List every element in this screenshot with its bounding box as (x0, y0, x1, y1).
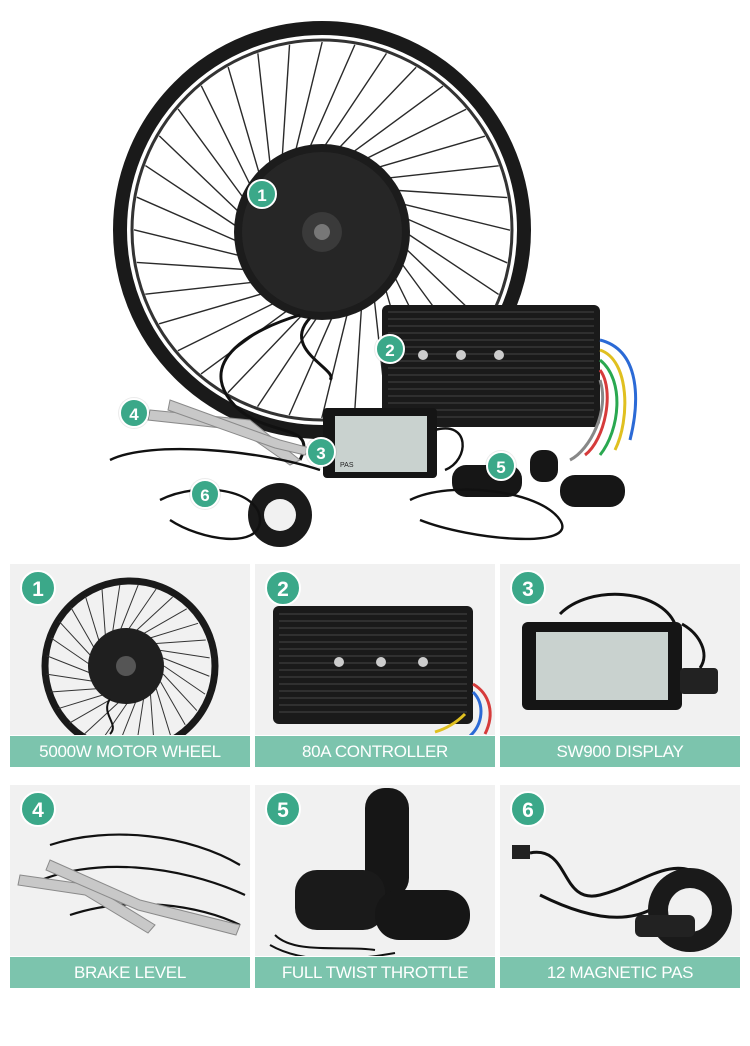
card-number-badge: 1 (20, 570, 56, 606)
product-card-brake: 4 BRAKE LEVEL (10, 785, 250, 988)
twist-throttle-icon (269, 788, 470, 961)
spoke (200, 85, 254, 191)
spoke (307, 44, 356, 152)
spoke (335, 66, 417, 152)
card-number-badge: 4 (20, 791, 56, 827)
spoke (155, 688, 172, 737)
spoke (133, 229, 247, 259)
product-card-pas: 6 12 MAGNETIC PAS (500, 785, 740, 988)
spoke (150, 622, 199, 639)
spoke (177, 108, 248, 204)
product-card-controller: 2 80A CONTROLLER (255, 564, 495, 767)
spoke (136, 261, 253, 271)
spoke (293, 41, 323, 155)
card-caption: SW900 DISPLAY (500, 735, 740, 767)
spoke (50, 637, 93, 667)
card-caption: FULL TWIST THROTTLE (255, 956, 495, 988)
spoke (46, 673, 96, 683)
spoke (158, 290, 271, 325)
spoke (353, 299, 363, 416)
lcd-display-icon (522, 592, 718, 710)
spoke (401, 229, 499, 296)
spoke (160, 681, 186, 726)
hero-badge-motor: 1 (247, 179, 277, 209)
hero-badge-pas: 6 (190, 479, 220, 509)
spoke (373, 135, 486, 170)
card-number-badge: 2 (265, 570, 301, 606)
product-card-throttle: 5 FULL TWIST THROTTLE (255, 785, 495, 988)
spoke (50, 687, 100, 693)
hero-badge-display: 3 (306, 437, 336, 467)
card-caption: BRAKE LEVEL (10, 956, 250, 988)
card-number-badge: 3 (510, 570, 546, 606)
spoke (46, 655, 94, 675)
hero-display-pas-label: PAS (340, 462, 354, 469)
spoke (348, 85, 444, 156)
spoke (162, 657, 210, 677)
spoke (135, 596, 173, 632)
hero-badge-brake: 4 (119, 398, 149, 428)
spoke (119, 584, 139, 632)
card-number-badge: 6 (510, 791, 546, 827)
spoke (400, 215, 508, 264)
spoke (70, 606, 96, 651)
product-card-display: 3 SW900 DISPLAY (500, 564, 740, 767)
spoke (281, 44, 291, 161)
spoke (391, 189, 508, 199)
spoke (162, 673, 198, 711)
spoke (68, 698, 113, 724)
spoke (397, 201, 511, 231)
hero-badge-controller: 2 (375, 334, 405, 364)
pas-sensor-icon (512, 845, 732, 952)
spoke (58, 621, 94, 659)
spoke (127, 588, 157, 631)
spoke (288, 308, 337, 416)
spoke (227, 308, 309, 394)
kit-hero-image: PAS 1 2 3 4 5 6 (109, 21, 638, 547)
spoke (101, 588, 107, 638)
spoke (321, 305, 351, 419)
card-caption: 5000W MOTOR WHEEL (10, 735, 250, 767)
spoke (227, 66, 262, 179)
spoke (84, 595, 101, 644)
spoke (361, 108, 467, 162)
spoke (158, 135, 244, 217)
spoke (111, 584, 121, 634)
spoke (256, 309, 323, 407)
spoke (143, 608, 188, 634)
spoke (83, 700, 121, 736)
controller-icon (273, 606, 492, 738)
spoke (136, 196, 244, 245)
spoke (177, 298, 283, 352)
spoke (156, 639, 206, 645)
spoke (145, 164, 243, 231)
kit-illustration: PAS (109, 21, 638, 547)
spoke (160, 649, 210, 659)
spoke (257, 53, 272, 169)
brake-lever-icon (17, 833, 246, 936)
card-caption: 80A CONTROLLER (255, 735, 495, 767)
card-caption: 12 MAGNETIC PAS (500, 956, 740, 988)
spoke (145, 280, 261, 295)
spoke (57, 693, 106, 710)
spoke (163, 665, 206, 695)
hero-badge-throttle: 5 (486, 451, 516, 481)
spoke (383, 165, 499, 180)
spoke (321, 53, 388, 151)
card-number-badge: 5 (265, 791, 301, 827)
product-card-motor-wheel: 1 5000W MOTOR WHEEL (10, 564, 250, 767)
